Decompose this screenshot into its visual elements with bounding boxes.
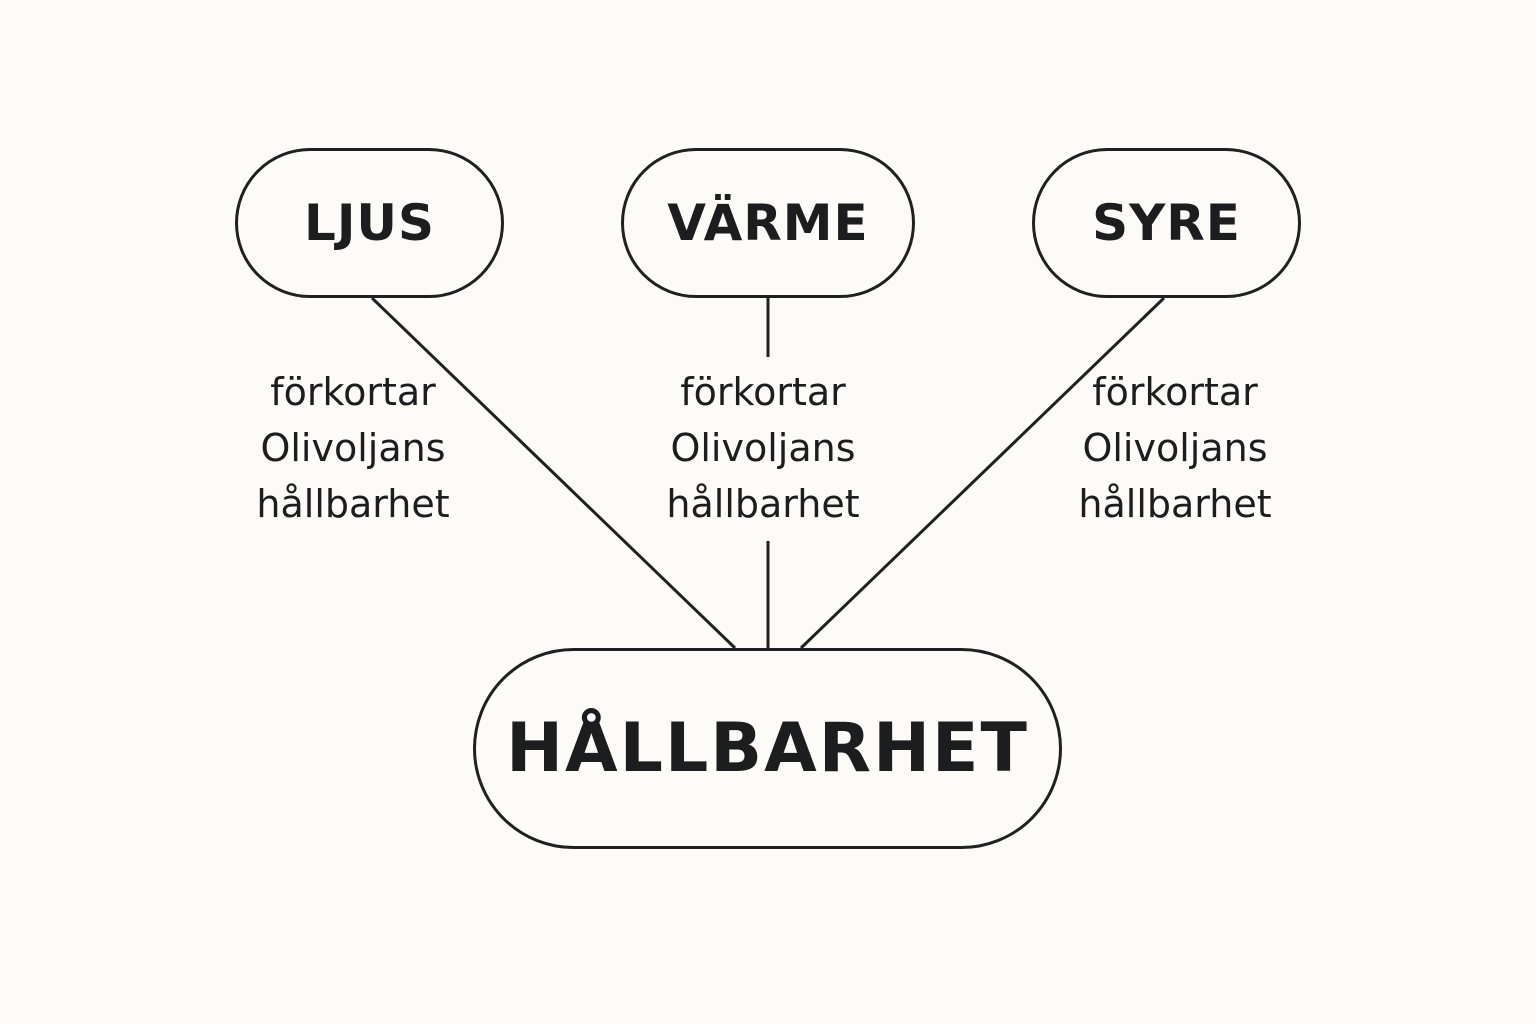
node-hallbarhet-label: HÅLLBARHET xyxy=(506,709,1029,788)
node-syre-label: SYRE xyxy=(1092,194,1241,252)
connector-ljus xyxy=(370,296,737,650)
edge-label-line: hållbarhet xyxy=(256,482,450,526)
edge-label-syre: förkortar Olivoljans hållbarhet xyxy=(1045,364,1305,532)
node-varme-label: VÄRME xyxy=(667,194,869,252)
connector-syre xyxy=(799,296,1166,650)
node-syre: SYRE xyxy=(1032,148,1301,298)
edge-label-line: förkortar xyxy=(680,370,846,414)
edge-label-line: Olivoljans xyxy=(260,426,446,470)
edge-label-line: förkortar xyxy=(1092,370,1258,414)
edge-label-line: Olivoljans xyxy=(670,426,856,470)
edge-label-line: förkortar xyxy=(270,370,436,414)
node-varme: VÄRME xyxy=(621,148,915,298)
node-ljus: LJUS xyxy=(235,148,504,298)
edge-label-ljus: förkortar Olivoljans hållbarhet xyxy=(223,364,483,532)
node-ljus-label: LJUS xyxy=(303,194,436,252)
node-hallbarhet: HÅLLBARHET xyxy=(473,648,1062,849)
edge-label-line: Olivoljans xyxy=(1082,426,1268,470)
edge-label-varme: förkortar Olivoljans hållbarhet xyxy=(633,364,893,532)
edge-label-line: hållbarhet xyxy=(666,482,860,526)
edge-label-line: hållbarhet xyxy=(1078,482,1272,526)
